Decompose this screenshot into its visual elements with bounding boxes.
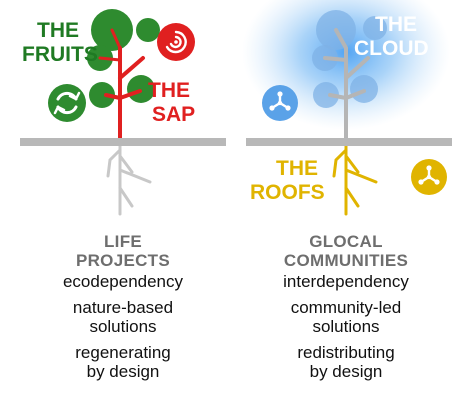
recycle-icon — [48, 84, 86, 122]
label-the-sap-line2: SAP — [152, 103, 196, 126]
heading-glocal: GLOCAL — [309, 232, 383, 251]
sap-trunk — [104, 46, 145, 142]
label-the-fruits-line1: THE — [37, 19, 79, 42]
tree-roots — [106, 142, 152, 216]
network-nodes-icon — [411, 159, 447, 195]
list-item: interdependency — [283, 272, 409, 291]
label-the-cloud-line2: CLOUD — [354, 37, 429, 60]
heading-communities: COMMUNITIES — [283, 251, 409, 270]
list-item: solutions — [312, 317, 380, 336]
list-item: by design — [86, 362, 160, 381]
list-item: by design — [309, 362, 383, 381]
tree-leaf — [127, 75, 155, 103]
ground-line-left — [20, 138, 226, 146]
left-tree — [87, 9, 160, 216]
label-the-cloud-line1: THE — [375, 13, 417, 36]
list-item: nature-based — [72, 298, 174, 317]
list-item: solutions — [89, 317, 157, 336]
spiral-icon — [157, 23, 195, 61]
label-the-sap-line1: THE — [148, 79, 190, 102]
heading-life: LIFE — [103, 232, 143, 251]
tree-leaf — [363, 16, 387, 40]
list-item: redistributing — [297, 343, 395, 362]
gray-trunk — [323, 28, 370, 142]
tree-leaf — [136, 18, 160, 42]
tree-leaf — [313, 82, 339, 108]
glocal-communities-column: GLOCAL COMMUNITIES interdependency commu… — [231, 232, 461, 381]
label-the-roofs-line1: THE — [276, 157, 318, 180]
ground-line-right — [246, 138, 452, 146]
network-nodes-icon — [262, 85, 298, 121]
list-item: community-led — [290, 298, 402, 317]
tree-leaf — [89, 82, 115, 108]
label-the-roofs-line2: ROOFS — [250, 181, 325, 204]
gold-roots — [332, 142, 378, 216]
sap-branch — [98, 28, 122, 62]
life-projects-column: LIFE PROJECTS ecodependency nature-based… — [8, 232, 238, 381]
list-item: regenerating — [75, 343, 171, 362]
heading-projects: PROJECTS — [75, 251, 171, 270]
list-item: ecodependency — [62, 272, 184, 291]
label-the-fruits-line2: FRUITS — [22, 43, 98, 66]
